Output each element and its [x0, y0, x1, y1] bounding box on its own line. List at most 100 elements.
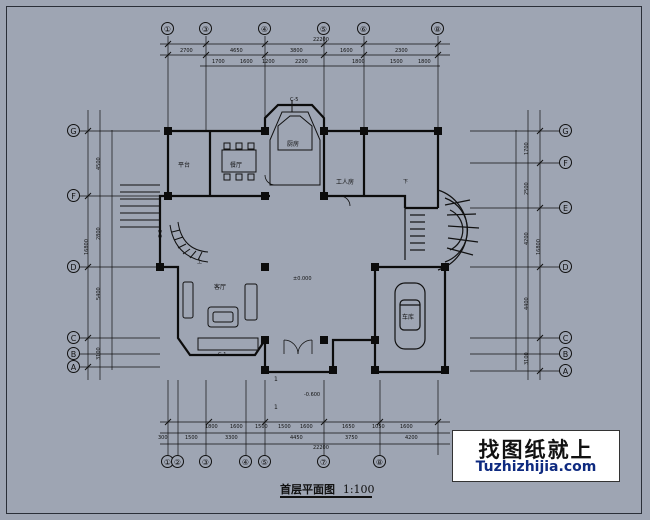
bottom-dim-r1-5: 4200 — [405, 435, 418, 441]
curved-stair — [120, 184, 209, 263]
label-level-neg: -0.600 — [304, 392, 321, 398]
axis-left-0: G — [67, 124, 80, 137]
right-dim-0: 1700 — [524, 142, 530, 155]
bottom-dim-r2-0: 1800 — [205, 424, 218, 430]
left-dim-2: 5400 — [96, 287, 102, 300]
axis-left-2: D — [67, 260, 80, 273]
axis-left-4: B — [67, 347, 80, 360]
right-total-dim: 16800 — [536, 239, 542, 255]
bottom-dim-r2-6: 1050 — [372, 424, 385, 430]
top-dim-r2-3: 2200 — [295, 59, 308, 65]
room-label-1: 餐厅 — [230, 162, 243, 169]
room-label-3: 工人房 — [336, 179, 355, 186]
bottom-dim-r1-2: 3300 — [225, 435, 238, 441]
top-total-dim: 22200 — [313, 37, 329, 43]
top-dim-r2-6: 1800 — [418, 59, 431, 65]
drawing-title: 首层平面图 1:100 — [280, 481, 375, 497]
watermark-logo[interactable]: 找图纸就上 Tuzhizhijia.com — [452, 430, 620, 482]
title-scale: 1:100 — [342, 483, 375, 496]
right-dim-4: 3100 — [524, 352, 530, 365]
bottom-total-dim: 22200 — [313, 445, 329, 451]
doors — [264, 174, 351, 355]
sheet-border — [6, 6, 642, 514]
label-up: 上 — [197, 259, 203, 265]
label-c5: C-5 — [290, 97, 299, 103]
room-label-2: 厨房 — [287, 141, 300, 148]
label-level-0: ±0.000 — [293, 276, 312, 282]
axis-top-4: ⑥ — [357, 22, 370, 35]
top-dim-r1-3: 1600 — [340, 48, 353, 54]
top-dim-r2-4: 1800 — [352, 59, 365, 65]
axis-bottom-2: ③ — [199, 455, 212, 468]
top-dim-r1-4: 2300 — [395, 48, 408, 54]
axis-right-5: B — [559, 347, 572, 360]
right-dim-2: 4200 — [524, 232, 530, 245]
label-down: 下 — [403, 179, 409, 185]
axis-right-4: C — [559, 331, 572, 344]
bottom-dim-r1-1: 1500 — [185, 435, 198, 441]
axis-right-6: A — [559, 364, 572, 377]
axis-right-2: E — [559, 201, 572, 214]
top-dim-r2-0: 1700 — [212, 59, 225, 65]
stair-tower — [404, 189, 480, 271]
bottom-dim-r1-3: 4450 — [290, 435, 303, 441]
axis-bottom-5: ⑦ — [317, 455, 330, 468]
axis-right-1: F — [559, 156, 572, 169]
bottom-dim-r1-0: 300 — [158, 435, 168, 441]
top-dim-r2-1: 1600 — [240, 59, 253, 65]
axis-top-0: ① — [161, 22, 174, 35]
title-underline — [280, 496, 372, 498]
room-label-4: 客厅 — [214, 284, 227, 291]
left-dim-0: 4500 — [96, 157, 102, 170]
top-dim-r1-0: 2700 — [180, 48, 193, 54]
dimension-ticks — [84, 40, 544, 426]
axis-bottom-1: ② — [171, 455, 184, 468]
dimension-lines — [80, 36, 560, 455]
left-total-dim: 16800 — [84, 239, 90, 255]
watermark-cn: 找图纸就上 — [478, 438, 594, 462]
axis-top-2: ④ — [258, 22, 271, 35]
axis-right-3: D — [559, 260, 572, 273]
kitchen-bay — [269, 100, 321, 186]
axis-right-0: G — [559, 124, 572, 137]
right-dim-1: 2500 — [524, 182, 530, 195]
car — [394, 282, 426, 350]
watermark-en: Tuzhizhijia.com — [475, 459, 597, 475]
title-text: 首层平面图 — [280, 483, 335, 496]
left-dim-1: 2800 — [96, 227, 102, 240]
sofa-set — [182, 281, 259, 351]
label-c1: C-1 — [218, 352, 227, 358]
bottom-dim-r2-1: 1600 — [230, 424, 243, 430]
label-c3: C-3 — [158, 229, 164, 238]
axis-bottom-6: ⑧ — [373, 455, 386, 468]
bottom-dim-r2-7: 1600 — [400, 424, 413, 430]
axis-left-5: A — [67, 360, 80, 373]
walls — [158, 103, 447, 374]
bottom-dim-r2-3: 1500 — [278, 424, 291, 430]
left-dim-3: 3100 — [96, 347, 102, 360]
room-label-0: 平台 — [178, 162, 191, 169]
top-dim-r2-2: 1200 — [262, 59, 275, 65]
top-dim-r2-5: 1500 — [390, 59, 403, 65]
bottom-dim-r2-5: 1650 — [342, 424, 355, 430]
axis-top-5: ⑧ — [431, 22, 444, 35]
label-cut-1-bottom: 1 — [274, 404, 278, 411]
axis-top-1: ③ — [199, 22, 212, 35]
top-dim-r1-2: 3800 — [290, 48, 303, 54]
bottom-dim-r1-4: 3750 — [345, 435, 358, 441]
bottom-dim-r2-2: 1500 — [255, 424, 268, 430]
axis-bottom-3: ④ — [239, 455, 252, 468]
axis-left-3: C — [67, 331, 80, 344]
room-label-5: 车库 — [402, 314, 415, 321]
bottom-dim-r2-4: 1600 — [300, 424, 313, 430]
axis-bottom-4: ⑤ — [258, 455, 271, 468]
label-cut-1-top: 1 — [274, 376, 278, 383]
right-dim-3: 4400 — [524, 297, 530, 310]
dining-table — [221, 142, 257, 181]
axis-top-3: ⑤ — [317, 22, 330, 35]
top-dim-r1-1: 4650 — [230, 48, 243, 54]
axis-left-1: F — [67, 189, 80, 202]
columns — [156, 127, 449, 374]
